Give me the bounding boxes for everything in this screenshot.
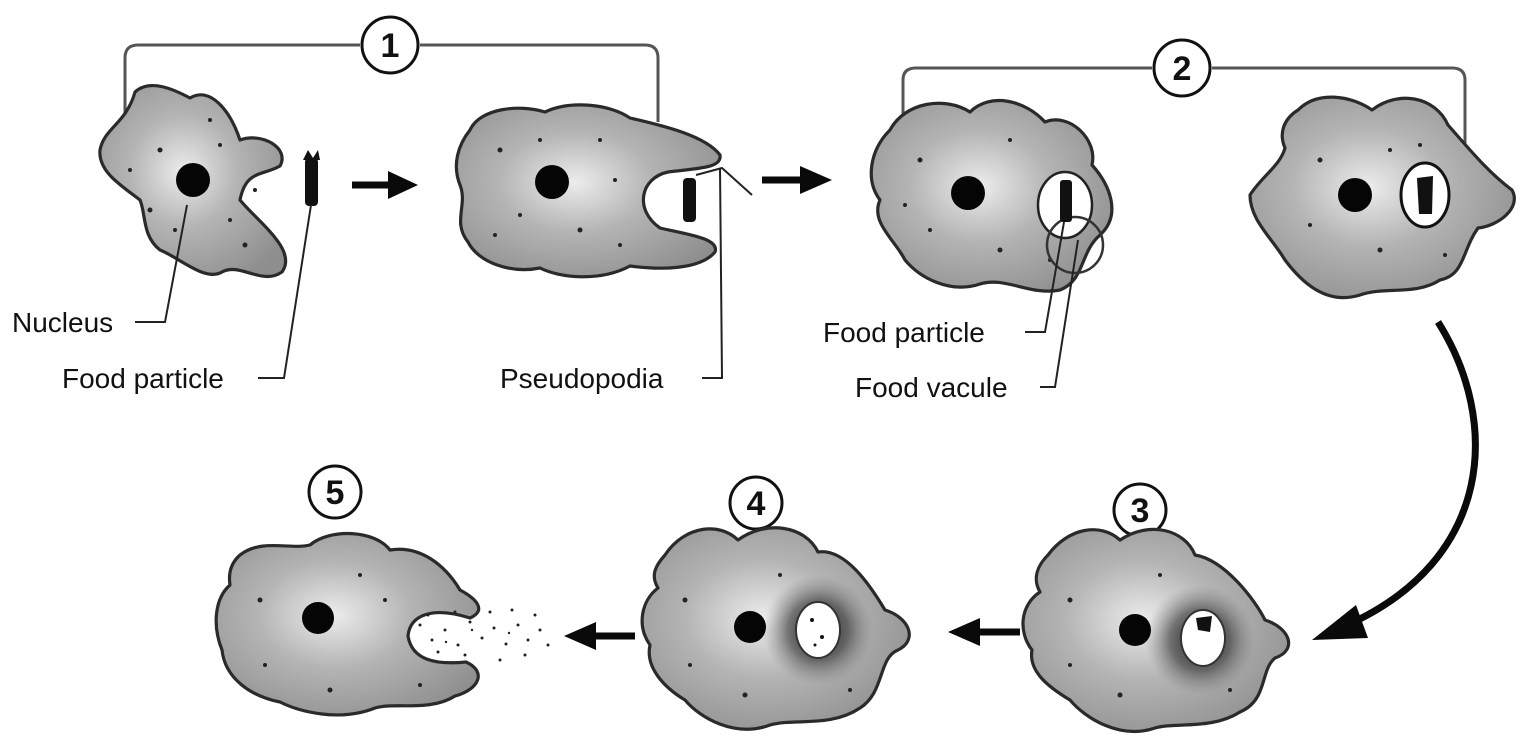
nucleus xyxy=(1119,614,1151,646)
nucleus xyxy=(176,163,210,197)
arrow-step-a-to-b xyxy=(352,171,418,199)
amoeba-digestion-start xyxy=(1023,529,1289,731)
arrow-curved-to-step-3 xyxy=(1312,322,1475,640)
food-vacule-label: Food vacule xyxy=(855,372,1008,403)
nucleus xyxy=(1338,178,1372,212)
food-particle-label-1: Food particle xyxy=(62,363,224,394)
nucleus xyxy=(302,602,334,634)
step-5-number: 5 xyxy=(326,474,345,512)
amoeba-approaching-food xyxy=(100,86,286,277)
waste-particles xyxy=(419,609,550,662)
amoeba-egesting-waste xyxy=(216,534,549,715)
food-vacuole xyxy=(796,602,840,658)
amoeba-extending-pseudopodia xyxy=(456,105,720,277)
nucleus xyxy=(535,165,569,199)
pseudopodia-leader xyxy=(696,168,752,378)
step-2-marker: 2 xyxy=(1154,40,1210,96)
food-particle xyxy=(683,178,696,222)
step-1-marker: 1 xyxy=(362,17,418,73)
pseudopodia-label: Pseudopodia xyxy=(500,363,664,394)
step-4-number: 4 xyxy=(747,485,766,523)
arrow-step-3-to-4 xyxy=(948,618,1020,646)
step-5-marker: 5 xyxy=(309,466,361,518)
amoeba-forming-vacuole xyxy=(871,101,1112,292)
step-1-number: 1 xyxy=(381,27,400,65)
nucleus xyxy=(734,611,766,643)
food-particle-free xyxy=(303,150,320,206)
nucleus xyxy=(951,176,985,210)
step-4-marker: 4 xyxy=(730,477,782,529)
step-3-number: 3 xyxy=(1131,492,1150,530)
arrow-step-4-to-5 xyxy=(564,622,635,650)
food-particle-label-2: Food particle xyxy=(823,317,985,348)
arrow-step-b-to-c xyxy=(762,166,832,194)
food-particle xyxy=(1060,180,1072,222)
amoeba-vacuole-closed xyxy=(1250,97,1514,297)
amoeba-digesting xyxy=(642,528,909,729)
step-2-number: 2 xyxy=(1173,50,1192,88)
nucleus-label: Nucleus xyxy=(12,307,113,338)
